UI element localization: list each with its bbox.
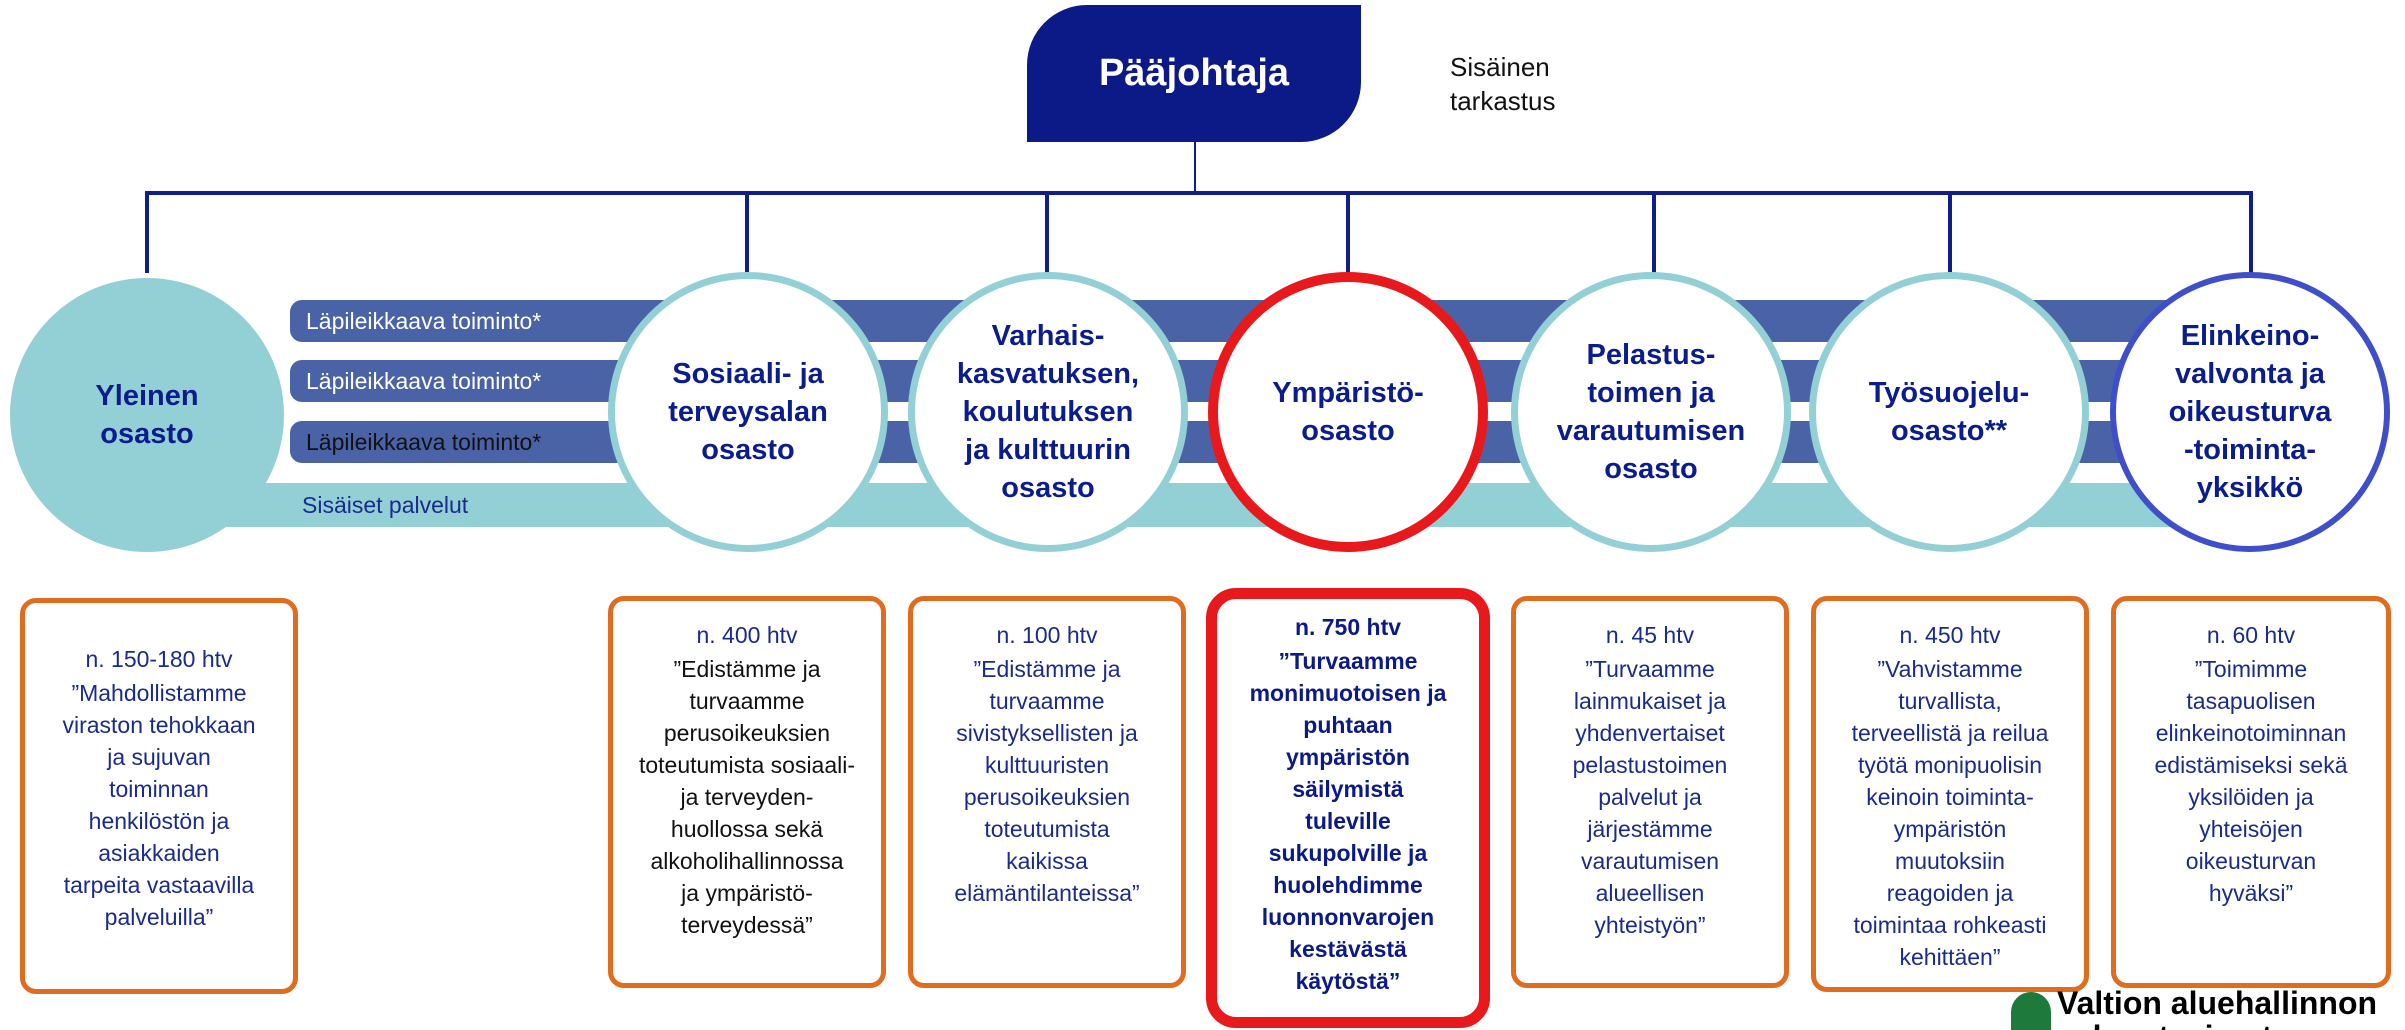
unit-desc-ymparisto: ”Turvaamme monimuotoisen ja puhtaan ympä… bbox=[1249, 648, 1447, 994]
unit-box-sosiaali: n. 400 htv ”Edistämme ja turvaamme perus… bbox=[608, 596, 886, 988]
unit-htv-tyosuojelu: n. 450 htv bbox=[1899, 622, 2001, 648]
unit-desc-varhais: ”Edistämme ja turvaamme sivistykselliste… bbox=[954, 656, 1140, 906]
unit-htv-ymparisto: n. 750 htv bbox=[1294, 614, 1402, 640]
connector-varhais bbox=[1045, 191, 1049, 273]
unit-box-ymparisto: n. 750 htv ”Turvaamme monimuotoisen ja p… bbox=[1206, 588, 1490, 1028]
unit-name-pelastus: Pelastus- toimen ja varautumisen osasto bbox=[1556, 339, 1746, 485]
unit-circle-tyosuojelu: Työsuojelu- osasto** bbox=[1809, 272, 2089, 552]
unit-htv-elinkeino: n. 60 htv bbox=[2206, 622, 2296, 648]
unit-circle-elinkeino: Elinkeino- valvonta ja oikeusturva -toim… bbox=[2110, 272, 2390, 552]
connector-tyosuojelu bbox=[1948, 191, 1952, 273]
unit-name-varhais: Varhais- kasvatuksen, koulutuksen ja kul… bbox=[956, 320, 1140, 504]
connector-pelastus bbox=[1652, 191, 1656, 273]
org-horizontal-line bbox=[146, 191, 2252, 195]
connector-elinkeino bbox=[2249, 191, 2253, 273]
unit-name-tyosuojelu: Työsuojelu- osasto** bbox=[1868, 377, 2030, 447]
director-box: Pääjohtaja bbox=[1027, 5, 1361, 142]
unit-htv-varhais: n. 100 htv bbox=[996, 622, 1098, 648]
connector-sosiaali bbox=[745, 191, 749, 273]
director-connector-line bbox=[1194, 120, 1196, 194]
unit-circle-ymparisto: Ympäristö- osasto bbox=[1208, 272, 1488, 552]
unit-box-pelastus: n. 45 htv ”Turvaamme lainmukaiset ja yhd… bbox=[1511, 596, 1789, 988]
internal-audit-label: Sisäinen tarkastus bbox=[1450, 52, 1556, 116]
unit-name-elinkeino: Elinkeino- valvonta ja oikeusturva -toim… bbox=[2168, 320, 2332, 504]
unit-desc-sosiaali: ”Edistämme ja turvaamme perusoikeuksien … bbox=[638, 656, 856, 938]
unit-box-tyosuojelu: n. 450 htv ”Vahvistamme turvallista, ter… bbox=[1811, 596, 2089, 992]
logo-emblem-icon bbox=[2011, 992, 2051, 1030]
unit-desc-elinkeino: ”Toimimme tasapuolisen elinkeinotoiminna… bbox=[2154, 656, 2348, 906]
unit-circle-sosiaali: Sosiaali- ja terveysalan osasto bbox=[608, 272, 888, 552]
unit-circle-pelastus: Pelastus- toimen ja varautumisen osasto bbox=[1511, 272, 1791, 552]
unit-box-varhais: n. 100 htv ”Edistämme ja turvaamme sivis… bbox=[908, 596, 1186, 988]
agency-logo: Valtion aluehallinnon valvontavirasto bbox=[2005, 988, 2405, 1030]
unit-name-sosiaali: Sosiaali- ja terveysalan osasto bbox=[668, 358, 828, 466]
connector-yleinen bbox=[145, 191, 149, 273]
connector-ymparisto bbox=[1346, 191, 1350, 273]
internal-services-label: Sisäiset palvelut bbox=[302, 492, 469, 518]
unit-name-ymparisto: Ympäristö- osasto bbox=[1272, 377, 1424, 447]
unit-box-elinkeino: n. 60 htv ”Toimimme tasapuolisen elinkei… bbox=[2111, 596, 2391, 988]
unit-name-yleinen: Yleinen osasto bbox=[95, 380, 199, 450]
director-title: Pääjohtaja bbox=[1098, 52, 1290, 94]
unit-htv-sosiaali: n. 400 htv bbox=[696, 622, 798, 648]
unit-box-yleinen: n. 150-180 htv ”Mahdollistamme viraston … bbox=[20, 598, 298, 994]
unit-circle-yleinen: Yleinen osasto bbox=[10, 278, 284, 552]
unit-desc-tyosuojelu: ”Vahvistamme turvallista, terveellistä j… bbox=[1851, 656, 2049, 970]
unit-circle-varhais: Varhais- kasvatuksen, koulutuksen ja kul… bbox=[908, 272, 1188, 552]
unit-desc-yleinen: ”Mahdollistamme viraston tehokkaan ja su… bbox=[62, 680, 256, 930]
logo-text: Valtion aluehallinnon valvontavirasto bbox=[2057, 988, 2378, 1030]
unit-htv-yleinen: n. 150-180 htv bbox=[85, 646, 233, 672]
unit-htv-pelastus: n. 45 htv bbox=[1605, 622, 1695, 648]
unit-desc-pelastus: ”Turvaamme lainmukaiset ja yhdenvertaise… bbox=[1572, 656, 1728, 938]
